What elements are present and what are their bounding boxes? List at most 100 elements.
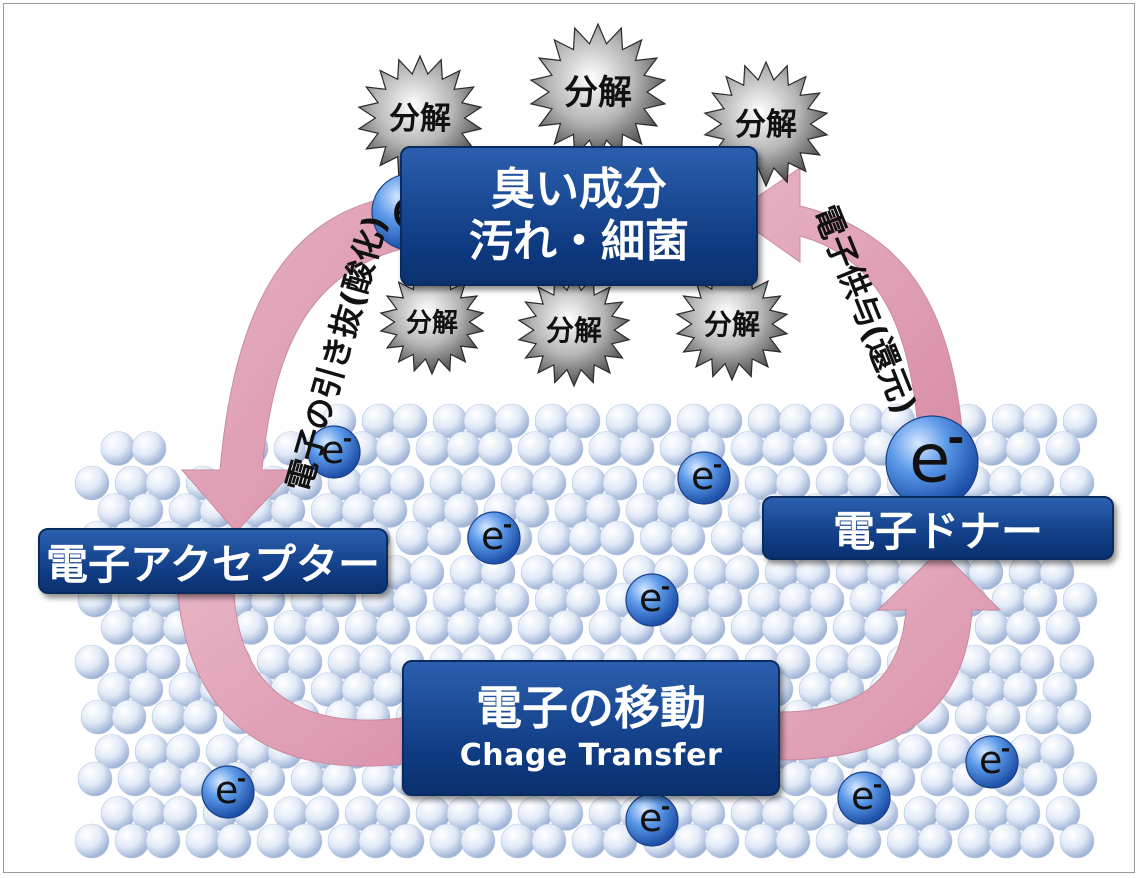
bubble xyxy=(974,431,1010,466)
bubble xyxy=(724,555,760,590)
bubble xyxy=(389,465,425,501)
bubble xyxy=(182,699,218,735)
bubble xyxy=(531,823,567,859)
bubble xyxy=(1039,734,1075,769)
bubble xyxy=(730,431,766,466)
bubble xyxy=(954,699,990,735)
bubble xyxy=(100,431,136,466)
bubble xyxy=(304,610,340,645)
bubble xyxy=(582,555,618,590)
bubble xyxy=(1056,699,1092,735)
bubble xyxy=(897,734,933,769)
bubble xyxy=(74,644,110,680)
bubble xyxy=(809,403,845,439)
bubble xyxy=(886,823,922,859)
electron-acceptor-box: 電子アクセプター xyxy=(38,528,388,594)
bubble xyxy=(761,610,797,645)
bubble xyxy=(809,761,845,797)
bubble xyxy=(128,672,164,707)
electron-particles: e-e-e-e-e-e-e-e-e-e- xyxy=(201,173,1019,847)
bubble xyxy=(565,582,601,618)
bubble xyxy=(74,823,110,859)
bubble xyxy=(863,610,899,645)
bubble xyxy=(531,465,567,501)
decompose-starburst xyxy=(675,266,789,382)
electron-charge: - xyxy=(503,512,513,538)
bubble xyxy=(131,431,167,466)
electron-symbol: e xyxy=(481,514,504,558)
electron-symbol: e xyxy=(691,454,714,498)
bubble xyxy=(375,796,411,831)
electron-charge: - xyxy=(713,452,723,478)
bubble xyxy=(429,823,465,859)
bubble xyxy=(216,823,252,859)
bubble xyxy=(100,610,136,645)
bubble xyxy=(287,644,323,680)
acceptor-label: 電子アクセプター xyxy=(46,539,380,589)
transfer-label-en: Chage Transfer xyxy=(459,738,723,773)
bubble xyxy=(477,796,513,831)
bubble xyxy=(273,610,309,645)
bubble xyxy=(707,582,743,618)
bubble xyxy=(548,431,584,466)
bubble xyxy=(707,403,743,439)
bubble xyxy=(602,465,638,501)
electron-charge: - xyxy=(947,414,964,462)
bubble xyxy=(1022,761,1058,797)
bubble xyxy=(162,796,198,831)
bubble xyxy=(117,761,153,797)
electron-charge: - xyxy=(1001,736,1011,762)
electron-symbol: e xyxy=(321,428,344,472)
bubble xyxy=(94,734,130,769)
bubble xyxy=(846,644,882,680)
bubble xyxy=(1062,582,1098,618)
bubble xyxy=(1025,699,1061,735)
bubble xyxy=(114,823,150,859)
electron-symbol: e xyxy=(639,796,662,840)
electron-ball xyxy=(625,573,679,627)
bubble xyxy=(270,493,306,528)
bubble xyxy=(477,610,513,645)
bubble xyxy=(690,796,726,831)
bubble xyxy=(917,823,953,859)
bubble xyxy=(477,431,513,466)
charge-transfer-box: 電子の移動 Chage Transfer xyxy=(402,660,780,796)
bubble xyxy=(704,823,740,859)
oxidation-arrow xyxy=(180,195,406,533)
bubble xyxy=(256,823,292,859)
bubble xyxy=(392,403,428,439)
bubble xyxy=(1062,403,1098,439)
target-box: 臭い成分 汚れ・細菌 xyxy=(400,146,758,286)
electron-symbol: e xyxy=(979,738,1002,782)
bubble xyxy=(1019,644,1055,680)
cycle-arrows xyxy=(177,167,1002,792)
bubble xyxy=(988,823,1024,859)
electron-charge: - xyxy=(661,794,671,820)
diagram-frame xyxy=(3,3,1135,873)
bubble xyxy=(1005,796,1041,831)
electron-ball xyxy=(677,451,731,505)
bubble xyxy=(1062,761,1098,797)
decompose-label: 分解 xyxy=(406,308,458,338)
decompose-label: 分解 xyxy=(564,73,632,113)
bubble xyxy=(1022,403,1058,439)
bubble xyxy=(145,465,181,501)
bubble xyxy=(1059,823,1095,859)
bubble xyxy=(145,823,181,859)
bubble xyxy=(565,403,601,439)
bubble xyxy=(934,796,970,831)
bubble xyxy=(148,761,184,797)
electron-donor-box: 電子ドナー xyxy=(762,496,1114,560)
bubble xyxy=(321,761,357,797)
electron-symbol: e xyxy=(851,774,874,818)
bubble xyxy=(250,761,286,797)
bubble xyxy=(730,610,766,645)
bubble xyxy=(588,431,624,466)
bubble xyxy=(809,582,845,618)
bubble xyxy=(446,431,482,466)
bubble xyxy=(832,610,868,645)
electron-charge: - xyxy=(873,772,883,798)
electron-ball xyxy=(965,735,1019,789)
transfer-label-jp: 電子の移動 xyxy=(476,681,706,735)
bubble xyxy=(426,520,462,556)
